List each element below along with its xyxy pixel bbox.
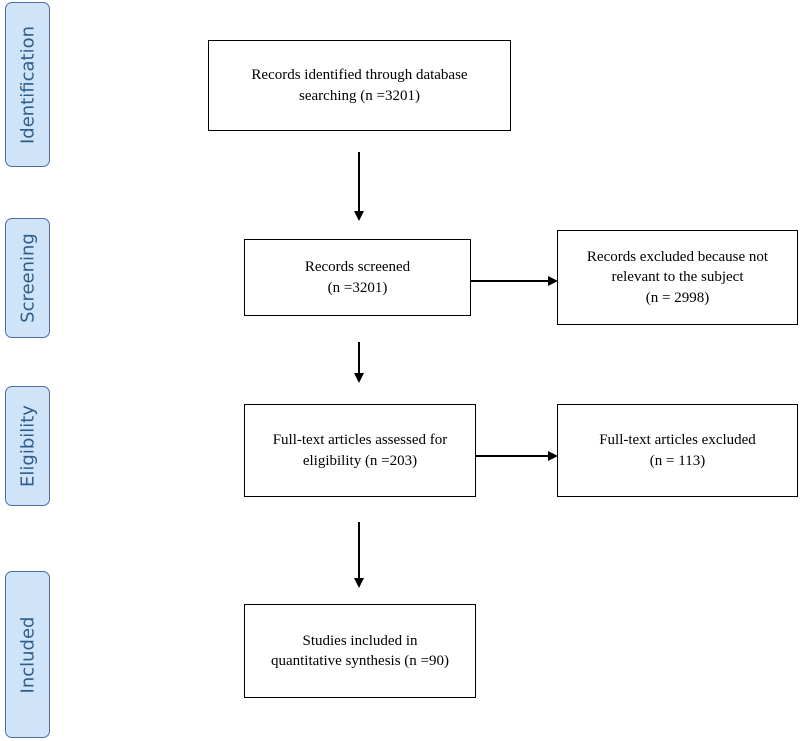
stage-screening: Screening [5, 218, 50, 338]
box-records-excluded-line2: relevant to the subject [611, 269, 744, 286]
box-fulltext-excluded-line2: (n = 113) [649, 452, 706, 469]
box-records-excluded-line1: Records excluded because not [586, 249, 769, 266]
box-records-screened: Records screened (n =3201) [244, 239, 471, 316]
stage-included: Included [5, 571, 50, 738]
box-fulltext-assessed-line2: eligibility (n =203) [302, 452, 418, 469]
box-fulltext-assessed-line1: Full-text articles assessed for [272, 432, 448, 449]
box-fulltext-assessed: Full-text articles assessed for eligibil… [244, 404, 476, 497]
box-studies-included-line2: quantitative synthesis (n =90) [270, 653, 449, 669]
box-fulltext-excluded-line1: Full-text articles excluded [599, 432, 756, 449]
box-fulltext-excluded: Full-text articles excluded (n = 113) [557, 404, 798, 497]
box-studies-included: Studies included in quantitative synthes… [244, 604, 476, 698]
box-studies-included-line1: Studies included in [302, 632, 418, 649]
box-records-excluded-line3: (n = 2998) [645, 289, 710, 306]
box-records-excluded: Records excluded because not relevant to… [557, 230, 798, 325]
box-records-screened-line2: (n =3201) [327, 279, 388, 296]
box-records-identified-line1: Records identified through database [251, 67, 468, 84]
box-records-identified: Records identified through database sear… [208, 40, 511, 131]
box-records-identified-line2: searching (n =3201) [299, 87, 420, 104]
stage-identification: Identification [5, 2, 50, 167]
stage-eligibility: Eligibility [5, 386, 50, 506]
box-records-screened-line1: Records screened [304, 259, 411, 276]
